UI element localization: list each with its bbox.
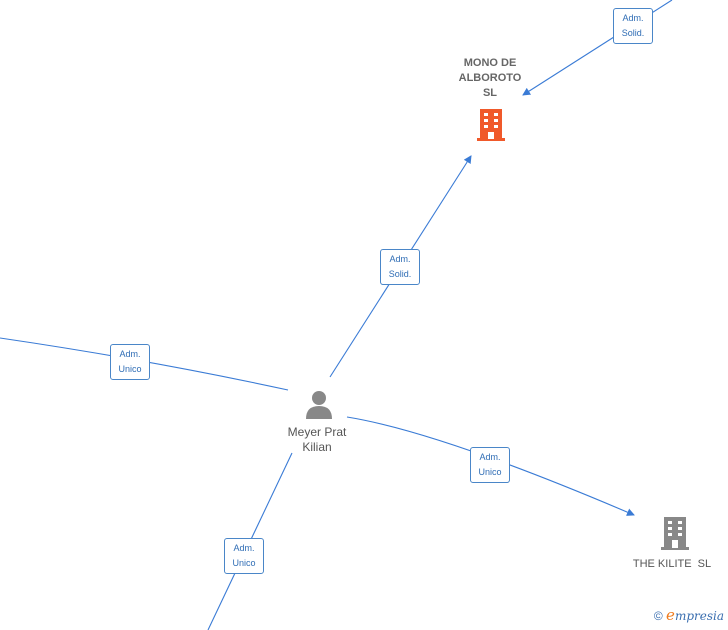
brand-initial: e	[666, 606, 675, 624]
edge-label-line1: Adm.	[119, 349, 141, 359]
company-mono-de-alboroto-label[interactable]: MONO DE ALBOROTO SL	[445, 56, 535, 101]
edge-label-line1: Adm.	[233, 543, 255, 553]
edge-label-person-to-mono: Adm. Solid.	[380, 249, 420, 285]
company-name-line2: ALBOROTO	[458, 72, 522, 84]
empresia-watermark: © empresia	[654, 606, 724, 624]
brand-rest: mpresia	[674, 609, 724, 623]
company-name-line1: MONO DE	[463, 57, 517, 69]
building-icon[interactable]	[659, 517, 691, 551]
person-name-line1: Meyer Prat	[287, 425, 347, 439]
edge-label-line2: Unico	[232, 558, 256, 568]
edge-label-line1: Adm.	[479, 452, 501, 462]
building-icon[interactable]	[475, 109, 507, 142]
edge-label-line2: Unico	[478, 467, 502, 477]
person-meyer-prat-kilian-label[interactable]: Meyer Prat Kilian	[277, 425, 357, 455]
company-the-kilite-label[interactable]: THE KILITE SL	[626, 557, 718, 572]
edge-line-person-to-kilite	[346, 416, 635, 516]
company-name-line3: SL	[482, 87, 498, 99]
person-name-line2: Kilian	[302, 440, 332, 454]
edge-label-line2: Solid.	[621, 28, 645, 38]
edge-label-line1: Adm.	[389, 254, 411, 264]
edge-label-line2: Solid.	[388, 269, 412, 279]
edge-label-line2: Unico	[118, 364, 142, 374]
copyright-symbol: ©	[653, 609, 663, 623]
edge-label-person-to-kilite: Adm. Unico	[470, 447, 510, 483]
edge-label-left: Adm. Unico	[110, 344, 150, 380]
person-icon[interactable]	[304, 389, 334, 419]
edge-label-top-right: Adm. Solid.	[613, 8, 653, 44]
edge-label-line1: Adm.	[622, 13, 644, 23]
edge-label-bottom: Adm. Unico	[224, 538, 264, 574]
company-name-line1: THE KILITE SL	[632, 558, 712, 570]
